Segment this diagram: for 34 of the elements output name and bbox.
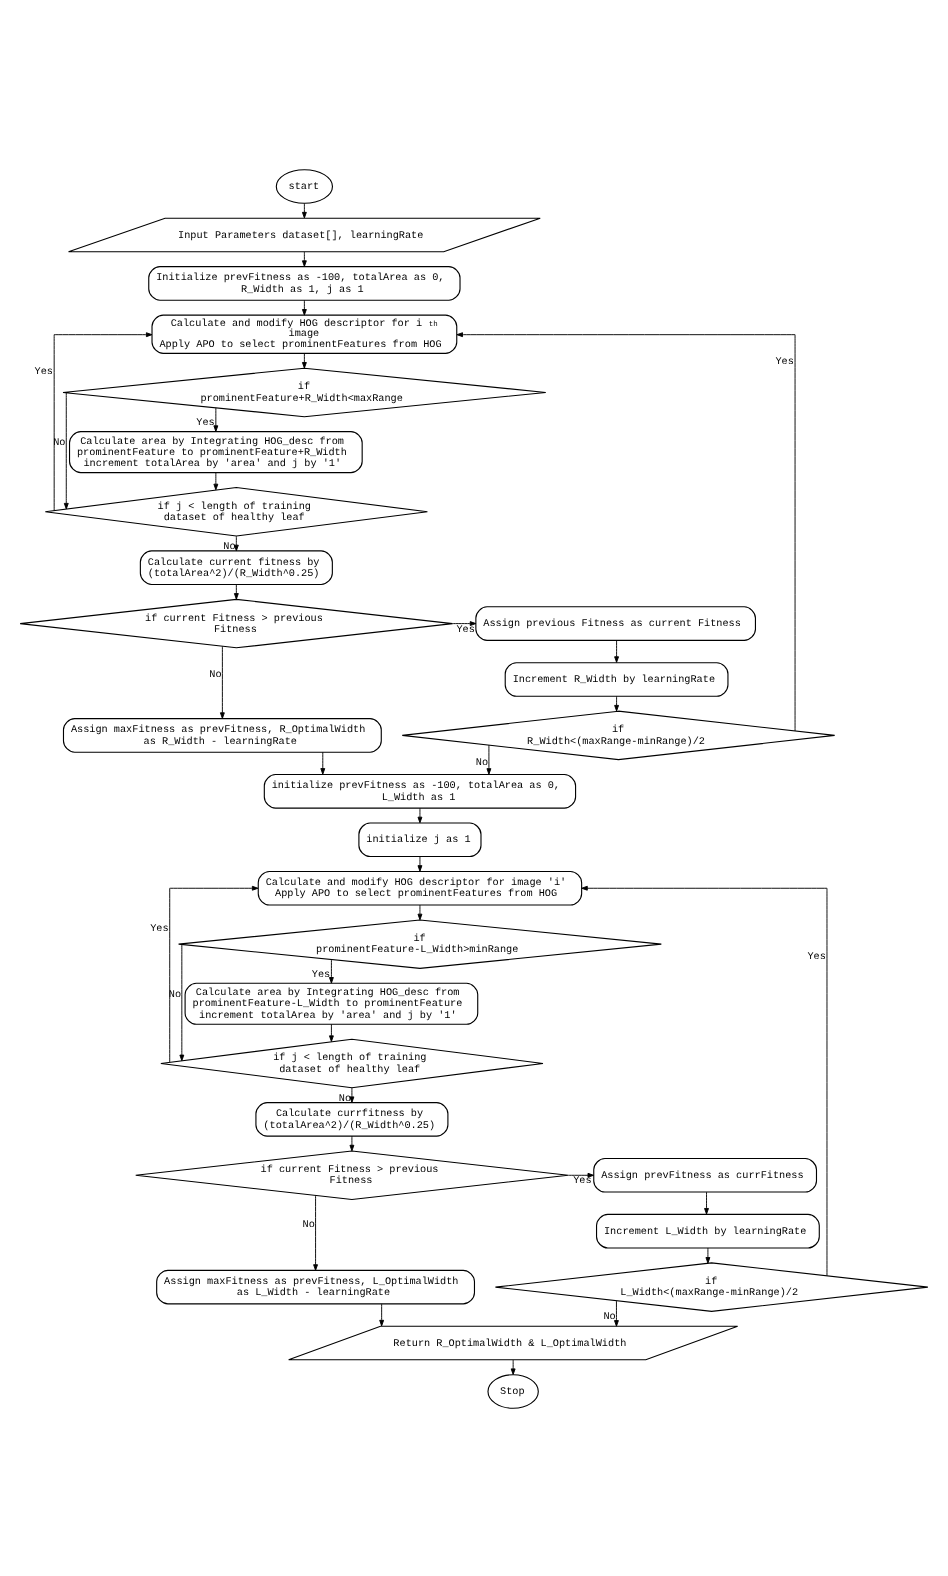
arrow [486, 743, 492, 774]
arrow [233, 534, 239, 551]
arrow [219, 645, 225, 718]
arrow [349, 1086, 355, 1102]
arrow [301, 352, 307, 368]
arrow [301, 250, 307, 266]
arrow [614, 694, 619, 711]
arrow [705, 1246, 711, 1263]
arrow [329, 1022, 334, 1041]
arrow [567, 1171, 595, 1177]
arrow [704, 1190, 709, 1214]
arrow [614, 1299, 619, 1326]
arrow [417, 806, 423, 823]
arrow [581, 884, 828, 1276]
arrow [213, 406, 219, 431]
arrow [53, 331, 153, 511]
arrow [417, 855, 423, 871]
arrow [456, 331, 796, 731]
arrow [63, 391, 69, 509]
arrow [313, 1194, 318, 1270]
arrow [417, 903, 423, 920]
arrow [179, 943, 185, 1061]
arrow [614, 638, 619, 662]
arrow [213, 471, 219, 490]
arrow [301, 298, 307, 315]
arrow [510, 1358, 516, 1374]
arrow [329, 958, 334, 983]
arrow [169, 884, 259, 1062]
arrow [320, 750, 326, 774]
arrow [301, 202, 307, 218]
arrow [379, 1302, 385, 1326]
arrow [233, 582, 239, 599]
arrow [452, 620, 477, 625]
arrow [349, 1134, 355, 1151]
